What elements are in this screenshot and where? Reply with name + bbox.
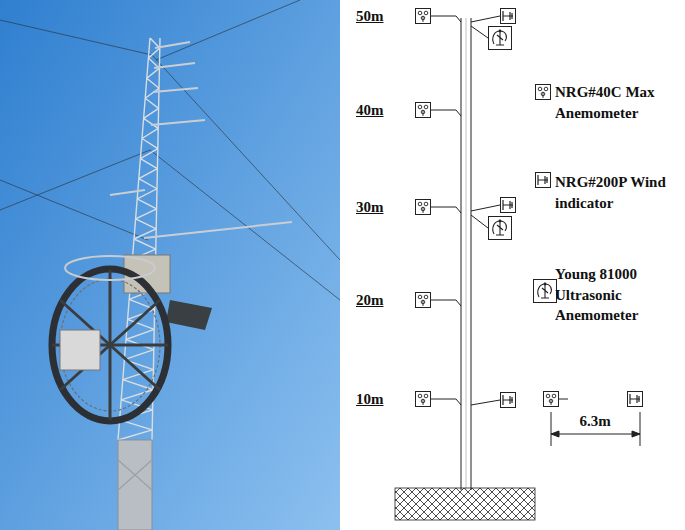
mast-photo: [0, 0, 340, 530]
height-label: 20m: [356, 290, 384, 310]
legend-text: NRG#200P Wind indicator: [555, 172, 667, 213]
height-label: 50m: [356, 6, 384, 26]
dimension-label: 6.3m: [577, 411, 612, 431]
tower-lattice: [118, 38, 160, 440]
height-label: 30m: [356, 197, 384, 217]
legend-text: NRG#40C Max Anemometer: [555, 82, 667, 123]
height-label: 40m: [356, 100, 384, 120]
legend-text: Young 81000 Ultrasonic Anemometer: [555, 264, 667, 326]
lattice-members: [118, 38, 160, 440]
height-label: 10m: [356, 389, 384, 409]
